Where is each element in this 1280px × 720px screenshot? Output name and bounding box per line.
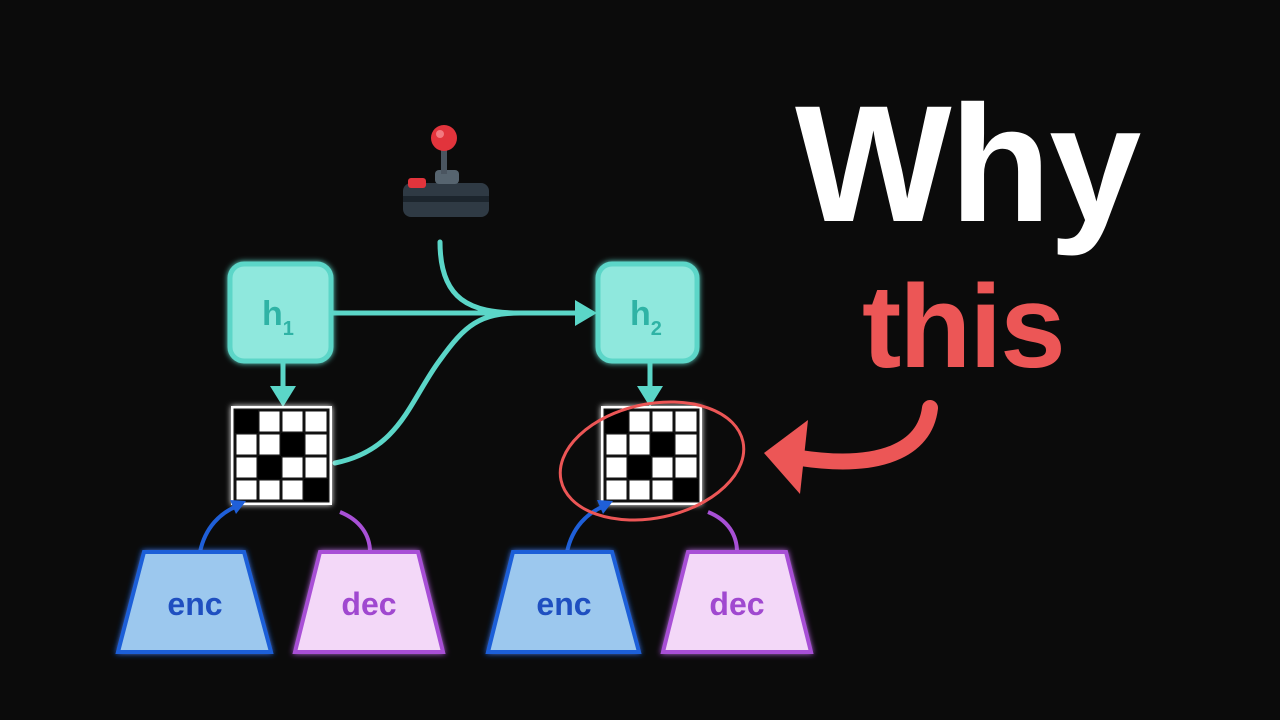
h2-letter: h bbox=[630, 295, 651, 333]
headline-this: this bbox=[862, 261, 1066, 393]
svg-text:h1: h1 bbox=[262, 295, 294, 340]
action-to-h2-curve bbox=[437, 239, 523, 316]
svg-text:h2: h2 bbox=[630, 295, 662, 340]
decoder-2-label: dec bbox=[709, 586, 764, 622]
decoder-1-label: dec bbox=[341, 586, 396, 622]
h2-subscript: 2 bbox=[651, 318, 662, 340]
connections bbox=[280, 239, 653, 466]
pointer-arrow bbox=[764, 400, 938, 494]
h2-input-arrowhead bbox=[575, 300, 597, 326]
grid1-to-h2-curve bbox=[332, 310, 523, 466]
headline-why: Why bbox=[795, 72, 1141, 257]
encoder-1: enc bbox=[115, 550, 274, 654]
hidden-state-h2: h2 bbox=[595, 261, 700, 364]
encoder-1-label: enc bbox=[167, 586, 222, 622]
latent-grid-1 bbox=[231, 406, 332, 505]
encoder-arrows bbox=[198, 500, 613, 553]
h1-letter: h bbox=[262, 295, 283, 333]
arrowheads bbox=[270, 300, 663, 407]
highlight-circle bbox=[558, 400, 746, 522]
latent-grid-2 bbox=[601, 406, 702, 505]
h2-down-arrowhead bbox=[637, 386, 663, 407]
joystick-icon bbox=[403, 125, 489, 217]
encoder-2-label: enc bbox=[536, 586, 591, 622]
decoder-1: dec bbox=[292, 550, 446, 654]
h1-subscript: 1 bbox=[283, 318, 294, 340]
h1-down-arrowhead bbox=[270, 386, 296, 407]
decoder-arcs bbox=[339, 510, 739, 553]
decoder-2: dec bbox=[660, 550, 814, 654]
hidden-state-h1: h1 bbox=[227, 261, 334, 364]
encoder-2: enc bbox=[485, 550, 642, 654]
